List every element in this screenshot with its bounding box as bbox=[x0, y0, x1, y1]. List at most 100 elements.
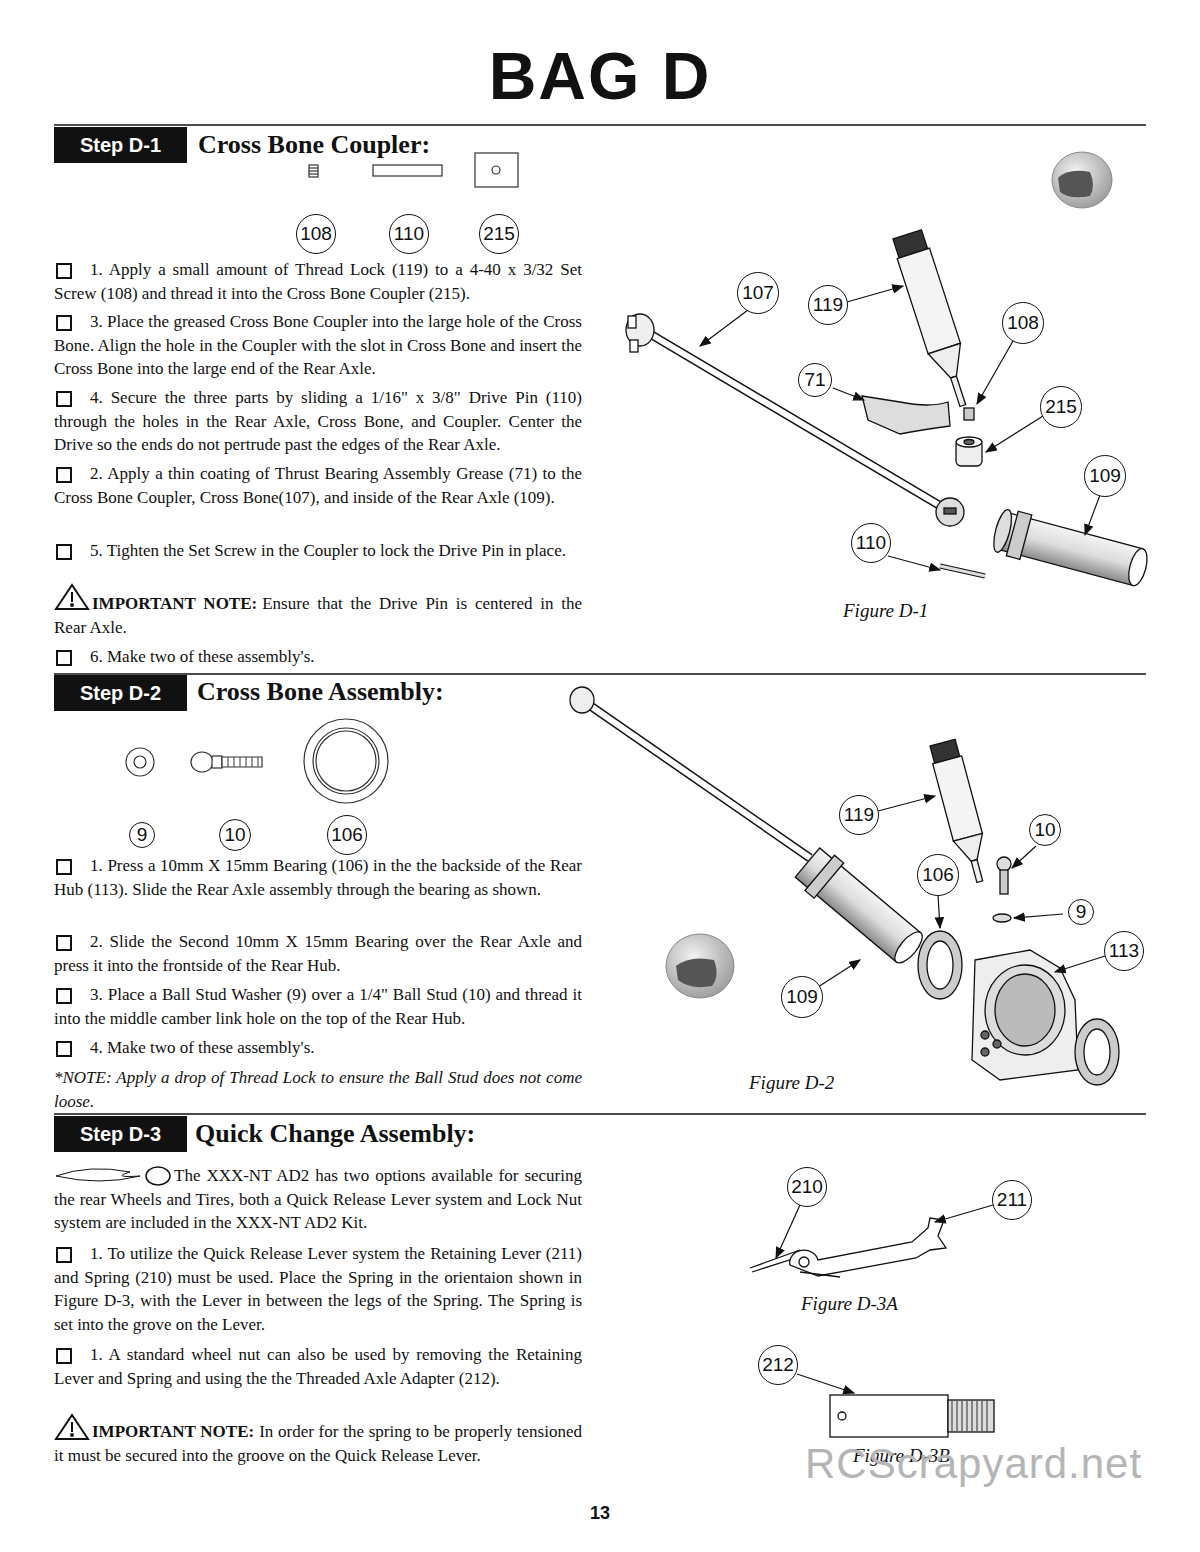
step-label: Step D-2 bbox=[54, 675, 187, 711]
section-rule bbox=[54, 125, 1146, 1114]
figure-caption: Figure D-2 bbox=[749, 1072, 949, 1094]
callout-number: 110 bbox=[851, 523, 891, 563]
checkbox bbox=[56, 935, 72, 951]
callout-number: 215 bbox=[1040, 386, 1082, 428]
step-heading: Cross Bone Assembly: bbox=[197, 677, 617, 707]
step-heading: Quick Change Assembly: bbox=[195, 1119, 615, 1149]
callout-number: 106 bbox=[917, 854, 959, 896]
node-text: 110 bbox=[394, 223, 424, 245]
node-text: Step D-2 bbox=[80, 682, 161, 705]
node-text: 108 bbox=[1007, 312, 1039, 334]
node-text: 212 bbox=[762, 1354, 794, 1376]
node-text: 106 bbox=[922, 864, 954, 886]
node-text: Step D-3 bbox=[80, 1123, 161, 1146]
callout-number: 108 bbox=[1002, 302, 1044, 344]
page-title: BAG D bbox=[0, 38, 1200, 114]
node-text: 109 bbox=[786, 986, 818, 1008]
node-text: 108 bbox=[300, 223, 332, 245]
instruction-text: 1. To utilize the Quick Release Lever sy… bbox=[54, 1242, 582, 1336]
leader-line bbox=[818, 796, 1105, 987]
node-text: 9 bbox=[1076, 901, 1087, 923]
callout-number: 212 bbox=[758, 1345, 798, 1385]
instruction-text: 3. Place a Ball Stud Washer (9) over a 1… bbox=[54, 983, 582, 1030]
node-text: 107 bbox=[742, 282, 774, 304]
callout-number: 9 bbox=[129, 822, 155, 848]
step-label: Step D-3 bbox=[54, 1116, 187, 1152]
checkbox bbox=[56, 1247, 72, 1263]
instruction-text: IMPORTANT NOTE:Ensure that the Drive Pin… bbox=[54, 592, 582, 639]
brand-logo bbox=[56, 1167, 170, 1185]
node-text: 119 bbox=[844, 804, 874, 826]
watermark: RCScrapyard.net bbox=[805, 1440, 1185, 1488]
callout-number: 210 bbox=[787, 1167, 827, 1207]
checkbox bbox=[56, 1041, 72, 1057]
callout-number: 119 bbox=[839, 795, 879, 835]
instruction-text: 2. Slide the Second 10mm X 15mm Bearing … bbox=[54, 930, 582, 977]
figure-d2 bbox=[570, 687, 1119, 1085]
node-text: 9 bbox=[137, 824, 148, 846]
instruction-text: The XXX-NT AD2 has two options available… bbox=[54, 1164, 582, 1235]
figure-caption: Figure D-3A bbox=[801, 1293, 1001, 1315]
page-number: 13 bbox=[580, 1503, 620, 1524]
checkbox bbox=[56, 544, 72, 560]
callout-number: 215 bbox=[479, 214, 519, 254]
callout-number: 107 bbox=[737, 272, 779, 314]
callout-number: 71 bbox=[798, 363, 832, 397]
note-heading: IMPORTANT NOTE: bbox=[92, 1422, 254, 1441]
instruction-text: 6. Make two of these assembly's. bbox=[54, 645, 582, 669]
note-text: *NOTE: Apply a drop of Thread Lock to en… bbox=[54, 1066, 582, 1113]
figure-d3a bbox=[750, 1218, 946, 1277]
instruction-text: 1. A standard wheel nut can also be used… bbox=[54, 1343, 582, 1390]
node-text: 210 bbox=[791, 1176, 823, 1198]
instruction-text: 1. Apply a small amount of Thread Lock (… bbox=[54, 258, 582, 305]
checkbox bbox=[56, 467, 72, 483]
instruction-text: IMPORTANT NOTE:In order for the spring t… bbox=[54, 1420, 582, 1467]
instruction-text: 2. Apply a thin coating of Thrust Bearin… bbox=[54, 462, 582, 509]
instruction-text: 3. Place the greased Cross Bone Coupler … bbox=[54, 310, 582, 381]
instruction-text: 1. Press a 10mm X 15mm Bearing (106) in … bbox=[54, 854, 582, 901]
checkbox bbox=[56, 988, 72, 1004]
callout-number: 108 bbox=[296, 214, 336, 254]
callout-number: 211 bbox=[992, 1180, 1032, 1220]
figure-caption: Figure D-1 bbox=[843, 600, 1043, 622]
step-label: Step D-1 bbox=[54, 127, 187, 163]
leader-line bbox=[700, 286, 1100, 570]
checkbox bbox=[56, 315, 72, 331]
callout-number: 109 bbox=[781, 976, 823, 1018]
leader-line bbox=[776, 1205, 993, 1258]
node-text: Step D-1 bbox=[80, 134, 161, 157]
leader-line bbox=[797, 1374, 854, 1393]
part-icon bbox=[126, 719, 388, 803]
node-text: 113 bbox=[1109, 940, 1139, 962]
instruction-text: 5. Tighten the Set Screw in the Coupler … bbox=[54, 539, 582, 563]
note-heading: IMPORTANT NOTE: bbox=[92, 594, 257, 613]
callout-number: 9 bbox=[1068, 899, 1094, 925]
node-text: 119 bbox=[813, 294, 843, 316]
checkbox bbox=[56, 859, 72, 875]
checkbox bbox=[56, 650, 72, 666]
node-text: 215 bbox=[1045, 396, 1077, 418]
node-text: 110 bbox=[856, 532, 886, 554]
callout-number: 10 bbox=[1029, 814, 1061, 846]
node-text: 106 bbox=[331, 824, 363, 846]
callout-number: 110 bbox=[389, 214, 429, 254]
helmet-icon bbox=[666, 152, 1112, 998]
node-text: 10 bbox=[224, 824, 245, 846]
checkbox bbox=[56, 263, 72, 279]
node-text: 71 bbox=[804, 369, 825, 391]
callout-number: 113 bbox=[1104, 931, 1144, 971]
step-heading: Cross Bone Coupler: bbox=[198, 130, 618, 160]
node-text: 215 bbox=[483, 223, 515, 245]
node-text: 10 bbox=[1034, 819, 1055, 841]
callout-number: 109 bbox=[1084, 455, 1126, 497]
callout-number: 106 bbox=[327, 815, 367, 855]
node-text: 109 bbox=[1089, 465, 1121, 487]
callout-number: 10 bbox=[219, 819, 251, 851]
callout-number: 119 bbox=[808, 285, 848, 325]
figure-d1 bbox=[626, 229, 1152, 591]
instruction-text: 4. Make two of these assembly's. bbox=[54, 1036, 582, 1060]
checkbox bbox=[56, 391, 72, 407]
node-text: 211 bbox=[997, 1189, 1027, 1211]
instruction-text: 4. Secure the three parts by sliding a 1… bbox=[54, 386, 582, 457]
